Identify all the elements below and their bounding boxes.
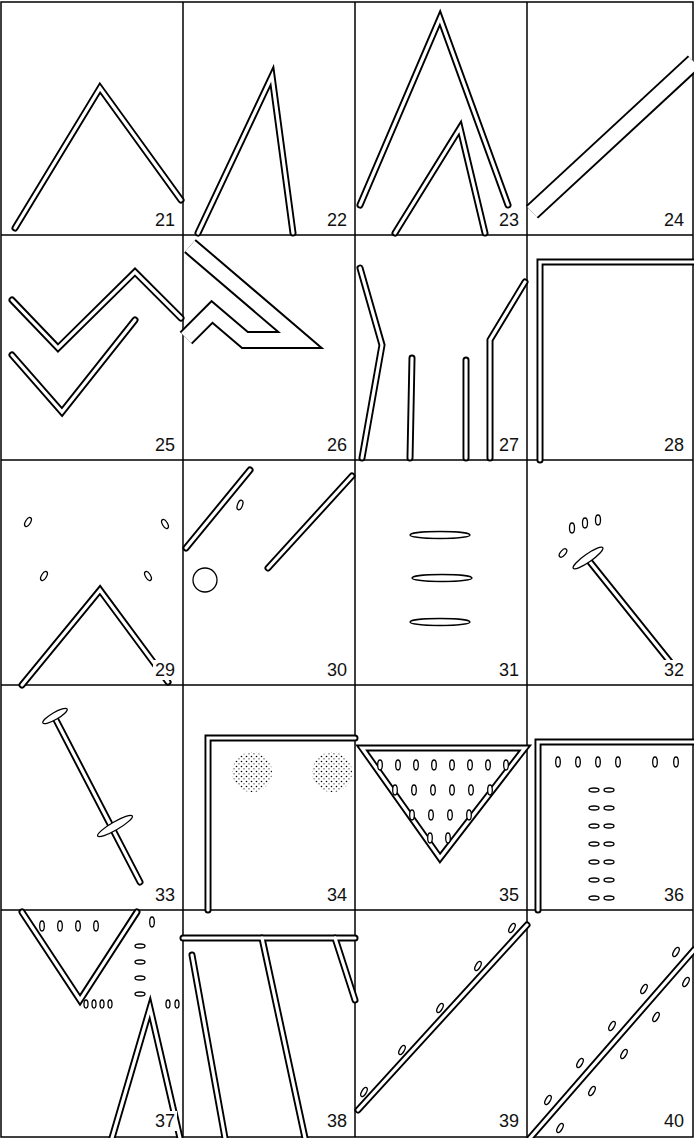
callout-number: 28 [662, 435, 686, 455]
callout-number: 37 [153, 1111, 177, 1131]
callout-number: 38 [325, 1111, 349, 1131]
callout-number: 40 [662, 1111, 686, 1131]
callout-number: 23 [497, 210, 521, 230]
callout-number: 29 [153, 660, 177, 680]
callout-number: 36 [662, 885, 686, 905]
callout-number: 21 [153, 210, 177, 230]
callout-number: 22 [325, 210, 349, 230]
callout-number: 24 [662, 210, 686, 230]
callout-number: 39 [497, 1111, 521, 1131]
callout-number: 32 [662, 660, 686, 680]
callout-number: 27 [497, 435, 521, 455]
callout-number: 35 [497, 885, 521, 905]
callout-number: 25 [153, 435, 177, 455]
callout-number: 31 [497, 660, 521, 680]
callout-number: 34 [325, 885, 349, 905]
callout-number: 26 [325, 435, 349, 455]
callout-number: 33 [153, 885, 177, 905]
callout-number: 30 [325, 660, 349, 680]
